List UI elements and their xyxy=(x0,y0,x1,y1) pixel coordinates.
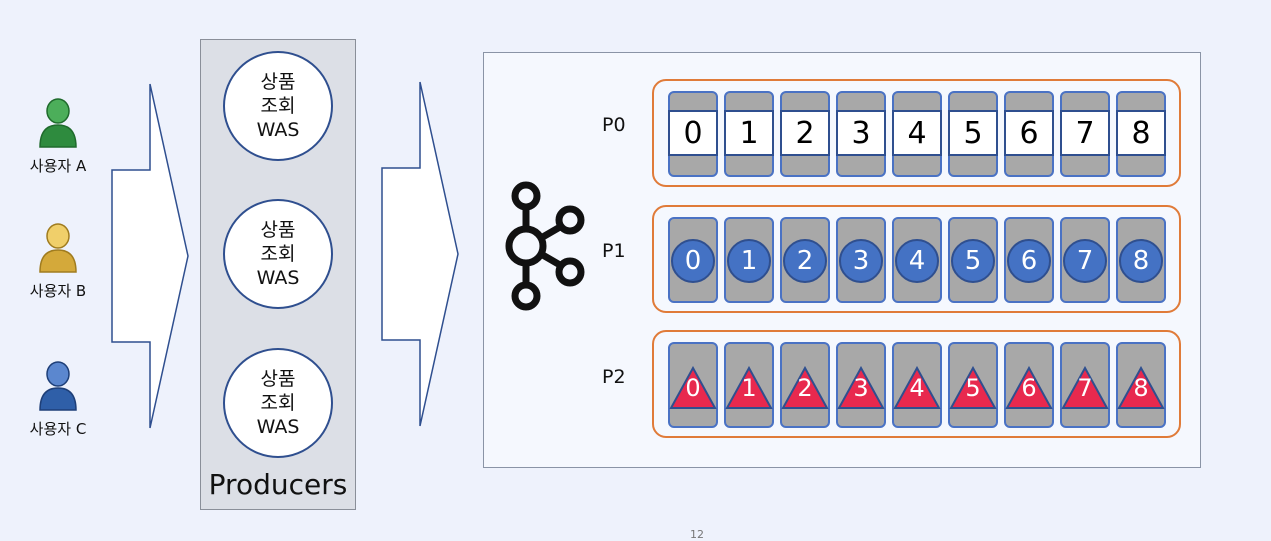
triangle-icon xyxy=(725,366,773,409)
partition-slot: 4 xyxy=(892,91,942,177)
partition-label-p1: P1 xyxy=(602,240,626,262)
partition-slot: 6 xyxy=(1004,217,1054,303)
partition-slot: 0 xyxy=(668,342,718,428)
triangle-icon xyxy=(1005,366,1053,409)
producers-title: Producers xyxy=(208,468,348,501)
partition-p2: 0 1 2 3 4 5 6 7 8 xyxy=(652,330,1181,438)
user-label: 사용자 A xyxy=(29,157,87,175)
partition-slot: 3 xyxy=(836,91,886,177)
offset-record-triangle-label: 8 xyxy=(1133,374,1149,402)
partition-slot: 8 xyxy=(1116,91,1166,177)
triangle-icon xyxy=(837,366,885,409)
user-label: 사용자 B xyxy=(29,282,87,300)
partition-slot: 7 xyxy=(1060,217,1110,303)
triangle-icon xyxy=(1117,366,1165,409)
was-node: 상품 조회 WAS xyxy=(223,348,333,458)
partition-slot: 8 xyxy=(1116,342,1166,428)
offset-record-triangle-label: 5 xyxy=(965,374,981,402)
partition-slot: 3 xyxy=(836,342,886,428)
offset-record-circle: 7 xyxy=(1063,239,1107,283)
offset-record-circle: 6 xyxy=(1007,239,1051,283)
triangle-icon xyxy=(949,366,997,409)
partition-slot: 1 xyxy=(724,91,774,177)
partition-slot: 6 xyxy=(1004,91,1054,177)
user-c: 사용자 C xyxy=(13,358,103,439)
partition-slot: 1 xyxy=(724,217,774,303)
was-node: 상품 조회 WAS xyxy=(223,199,333,309)
offset-record-triangle-label: 7 xyxy=(1077,374,1093,402)
offset-record-square: 5 xyxy=(948,110,998,156)
offset-record-triangle-label: 2 xyxy=(797,374,813,402)
partition-slot: 5 xyxy=(948,91,998,177)
offset-record-circle: 1 xyxy=(727,239,771,283)
partition-slot: 5 xyxy=(948,217,998,303)
partition-slot: 2 xyxy=(780,217,830,303)
partition-slot: 4 xyxy=(892,342,942,428)
kafka-logo-icon xyxy=(505,181,585,311)
flow-arrow-icon xyxy=(381,81,459,427)
offset-record-triangle-label: 6 xyxy=(1021,374,1037,402)
partition-slot: 5 xyxy=(948,342,998,428)
partition-slot: 1 xyxy=(724,342,774,428)
was-node: 상품 조회 WAS xyxy=(223,51,333,161)
offset-record-circle: 2 xyxy=(783,239,827,283)
partition-slot: 0 xyxy=(668,91,718,177)
offset-record-square: 2 xyxy=(780,110,830,156)
producers-panel: 상품 조회 WAS 상품 조회 WAS 상품 조회 WAS Producers xyxy=(200,39,356,510)
page-number: 12 xyxy=(690,528,704,541)
offset-record-circle: 5 xyxy=(951,239,995,283)
partition-slot: 7 xyxy=(1060,342,1110,428)
flow-arrow-icon xyxy=(111,83,189,429)
offset-record-triangle-label: 4 xyxy=(909,374,925,402)
partition-slot: 4 xyxy=(892,217,942,303)
offset-record-square: 8 xyxy=(1116,110,1166,156)
offset-record-square: 4 xyxy=(892,110,942,156)
partition-slot: 3 xyxy=(836,217,886,303)
triangle-icon xyxy=(781,366,829,409)
triangle-icon xyxy=(893,366,941,409)
offset-record-circle: 0 xyxy=(671,239,715,283)
partition-label-p2: P2 xyxy=(602,366,626,388)
user-icon xyxy=(39,361,77,411)
partition-label-p0: P0 xyxy=(602,114,626,136)
offset-record-circle: 8 xyxy=(1119,239,1163,283)
partition-slot: 2 xyxy=(780,91,830,177)
partition-slot: 8 xyxy=(1116,217,1166,303)
offset-record-square: 0 xyxy=(668,110,718,156)
user-icon xyxy=(39,98,77,148)
user-a: 사용자 A xyxy=(13,95,103,176)
offset-record-triangle-label: 0 xyxy=(685,374,701,402)
partition-slot: 6 xyxy=(1004,342,1054,428)
offset-record-square: 1 xyxy=(724,110,774,156)
offset-record-circle: 3 xyxy=(839,239,883,283)
offset-record-triangle-label: 3 xyxy=(853,374,869,402)
user-icon xyxy=(39,223,77,273)
partition-slot: 0 xyxy=(668,217,718,303)
offset-record-circle: 4 xyxy=(895,239,939,283)
offset-record-square: 6 xyxy=(1004,110,1054,156)
offset-record-square: 3 xyxy=(836,110,886,156)
triangle-icon xyxy=(1061,366,1109,409)
offset-record-triangle-label: 1 xyxy=(741,374,757,402)
offset-record-square: 7 xyxy=(1060,110,1110,156)
triangle-icon xyxy=(669,366,717,409)
partition-slot: 2 xyxy=(780,342,830,428)
user-label: 사용자 C xyxy=(29,420,87,438)
user-b: 사용자 B xyxy=(13,220,103,301)
partition-slot: 7 xyxy=(1060,91,1110,177)
